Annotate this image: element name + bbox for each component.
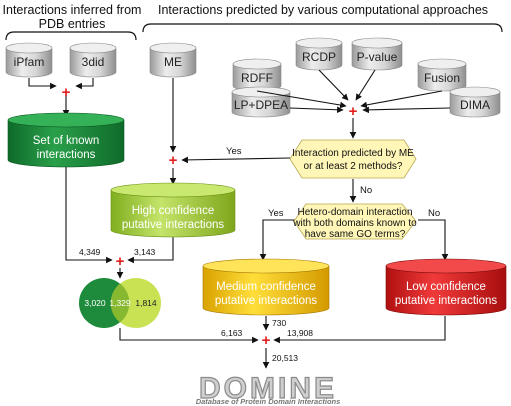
- cylinder-low-confidence: Low confidence putative interactions: [385, 258, 507, 316]
- cylinder-dima: DIMA: [449, 86, 501, 118]
- cylinder-pvalue-label: P-value: [357, 50, 398, 64]
- cylinder-lp-dpea-label: LP+DPEA: [234, 98, 288, 112]
- plus-sign-high: +: [169, 152, 178, 169]
- venn-left: 3,020: [84, 298, 106, 308]
- decision1-line2: or at least 2 methods?: [304, 161, 403, 172]
- count-high: 3,143: [134, 247, 156, 257]
- header-pdb-brace: [5, 31, 137, 41]
- medium-line1: Medium confidence: [216, 281, 316, 293]
- edge-label-no2: No: [428, 208, 440, 219]
- plus-sign-computational: +: [349, 103, 358, 120]
- cylinder-ipfam-label: iPfam: [14, 55, 45, 69]
- known-line1: Set of known: [33, 135, 99, 147]
- cylinder-3did: 3did: [69, 42, 117, 78]
- header-pdb-line2: PDB entries: [39, 17, 106, 31]
- cylinder-dima-label: DIMA: [460, 98, 490, 112]
- cylinder-rdff-label: RDFF: [241, 71, 273, 85]
- low-line1: Low confidence: [406, 281, 486, 293]
- count-medium: 730: [272, 318, 286, 328]
- cylinder-fusion-label: Fusion: [424, 71, 460, 85]
- logo-subtitle: Database of Protein Domain Interactions: [196, 397, 341, 406]
- header-pdb-line1: Interactions inferred from: [3, 3, 142, 17]
- cylinder-3did-label: 3did: [82, 55, 105, 69]
- cylinder-me-label: ME: [164, 55, 182, 69]
- cylinder-rcdp-label: RCDP: [302, 50, 336, 64]
- plus-sign-pdb: +: [62, 84, 71, 101]
- edge-label-yes2: Yes: [268, 208, 284, 219]
- cylinder-medium-confidence: Medium confidence putative interactions: [202, 258, 330, 316]
- known-line2: interactions: [37, 149, 96, 161]
- header-computational-brace: [142, 23, 503, 33]
- count-low: 13,908: [287, 328, 313, 338]
- low-line2: putative interactions: [395, 295, 498, 307]
- count-venn-total: 6,163: [221, 328, 243, 338]
- cylinder-fusion: Fusion: [417, 58, 467, 92]
- domine-logo: DOMINE: [198, 371, 337, 405]
- edge-label-yes1: Yes: [226, 146, 242, 157]
- header-computational: Interactions predicted by various comput…: [142, 3, 503, 33]
- header-pdb: Interactions inferred from PDB entries: [3, 3, 142, 41]
- decision2-line3: have same GO terms?: [305, 229, 406, 240]
- decision2-line2: with both domains known to: [292, 218, 417, 229]
- medium-line2: putative interactions: [215, 295, 318, 307]
- plus-sign-final: +: [262, 332, 271, 349]
- high-line1: High confidence: [132, 205, 214, 217]
- count-known: 4,349: [79, 247, 101, 257]
- cylinder-pvalue: P-value: [351, 37, 403, 71]
- connectors: [28, 69, 451, 369]
- decision2-line1: Hetero-domain interaction: [297, 207, 412, 218]
- logo-title: DOMINE: [199, 372, 337, 405]
- cylinder-rcdp: RCDP: [295, 37, 343, 71]
- plus-sign-venn: +: [116, 253, 125, 270]
- high-line2: putative interactions: [122, 219, 225, 231]
- cylinder-me: ME: [149, 42, 197, 78]
- venn-right: 1,814: [135, 298, 157, 308]
- count-final: 20,513: [272, 353, 298, 363]
- decision-hetero-domain-go: Hetero-domain interaction with both doma…: [292, 203, 417, 240]
- decision-me-or-2-methods: Interaction predicted by ME or at least …: [289, 139, 417, 179]
- cylinder-known-interactions: Set of known interactions: [7, 112, 125, 168]
- edge-label-no1: No: [360, 185, 372, 196]
- cylinder-ipfam: iPfam: [5, 42, 53, 78]
- venn-middle: 1,329: [109, 298, 131, 308]
- cylinder-high-confidence: High confidence putative interactions: [110, 182, 236, 238]
- venn-overlap: [110, 283, 130, 323]
- venn-diagram: 3,020 1,329 1,814: [79, 278, 161, 328]
- cylinder-rdff: RDFF: [232, 58, 282, 92]
- header-computational-text: Interactions predicted by various comput…: [158, 3, 488, 17]
- decision1-line1: Interaction predicted by ME: [292, 148, 414, 159]
